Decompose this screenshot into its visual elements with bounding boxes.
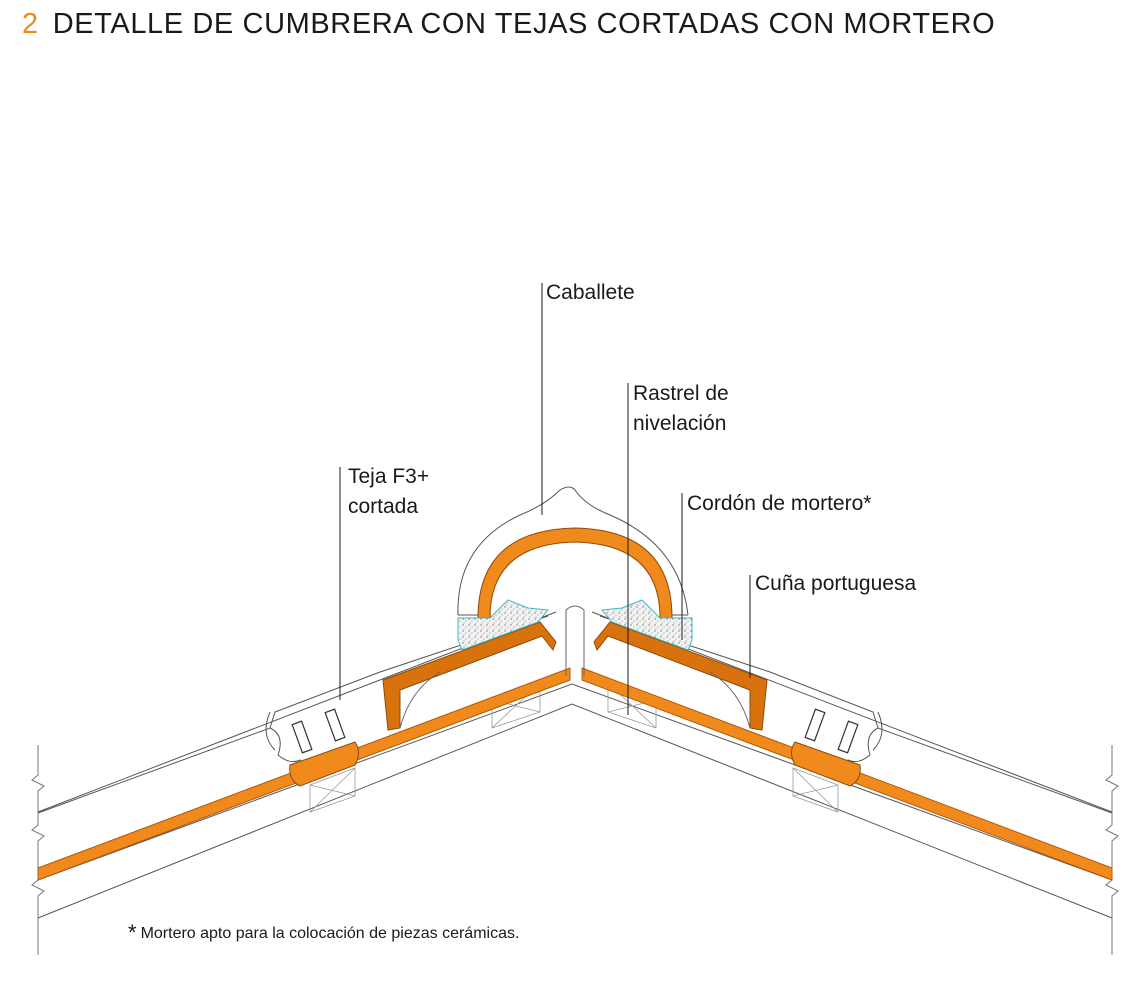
title-text: DETALLE DE CUMBRERA CON TEJAS CORTADAS C…	[52, 8, 996, 40]
label-rastrel-line2: nivelación	[633, 412, 727, 435]
batten-right-lower	[792, 767, 839, 813]
clip-left-1	[291, 720, 313, 754]
label-caballete: Caballete	[546, 281, 635, 304]
ridge-gap	[565, 605, 585, 676]
label-teja-line1: Teja F3+	[348, 465, 430, 488]
mortar-right	[601, 599, 693, 651]
cut-tiles	[382, 621, 768, 731]
footnote-asterisk: *	[128, 920, 137, 945]
label-teja-line2: cortada	[348, 495, 419, 518]
ridge-cap	[457, 486, 689, 619]
cut-tile-left	[382, 621, 557, 731]
clip-right-2	[837, 720, 859, 754]
footnote-text: Mortero apto para la colocación de pieza…	[140, 925, 520, 942]
cut-tile-right	[593, 621, 768, 731]
clip-left-2	[324, 708, 346, 742]
footnote: *Mortero apto para la colocación de piez…	[128, 918, 520, 945]
tile-head-left	[289, 741, 359, 787]
battens	[309, 682, 839, 813]
mortar-beads	[457, 599, 693, 651]
leader-lines	[339, 283, 751, 715]
main-tiles	[37, 667, 1113, 881]
mortar-left	[457, 599, 549, 651]
tile-head-right	[791, 741, 861, 787]
ridge-cap-outline	[457, 486, 689, 616]
page-title: 2 DETALLE DE CUMBRERA CON TEJAS CORTADAS …	[22, 8, 995, 41]
label-rastrel-line1: Rastrel de	[633, 382, 729, 405]
batten-left-lower	[309, 767, 356, 813]
label-cordon: Cordón de mortero*	[687, 492, 872, 515]
title-number: 2	[22, 8, 39, 40]
label-cuna: Cuña portuguesa	[755, 572, 917, 595]
clip-right-1	[804, 708, 826, 742]
roof-structure	[37, 611, 1113, 919]
break-lines	[31, 745, 1119, 955]
tile-heads	[289, 708, 861, 787]
